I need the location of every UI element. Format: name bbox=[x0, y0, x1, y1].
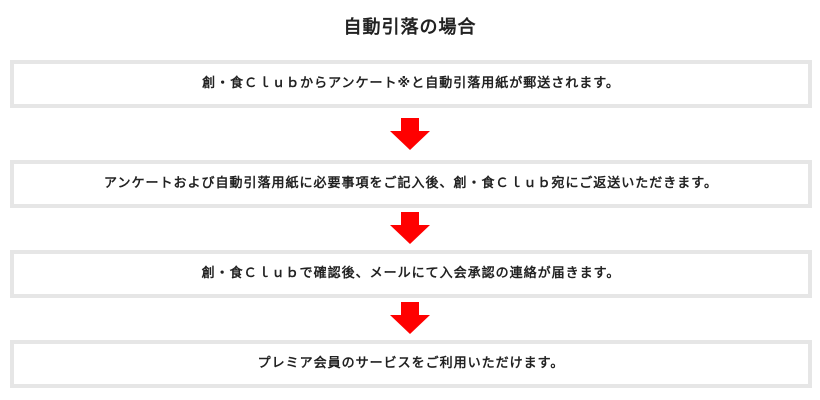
step-text-1: 創・食Ｃｌｕｂからアンケート※と自動引落用紙が郵送されます。 bbox=[202, 76, 620, 91]
step-text-3: 創・食Ｃｌｕｂで確認後、メールにて入会承認の連絡が届きます。 bbox=[201, 266, 621, 281]
arrow-down-icon bbox=[390, 118, 430, 150]
arrow-down-icon bbox=[390, 212, 430, 244]
arrow-down-icon bbox=[390, 302, 430, 334]
page-title: 自動引落の場合 bbox=[343, 17, 477, 38]
step-box-4: プレミア会員のサービスをご利用いただけます。 bbox=[10, 340, 812, 388]
step-text-4: プレミア会員のサービスをご利用いただけます。 bbox=[257, 356, 565, 371]
step-box-3: 創・食Ｃｌｕｂで確認後、メールにて入会承認の連絡が届きます。 bbox=[10, 250, 812, 298]
step-text-2: アンケートおよび自動引落用紙に必要事項をご記入後、創・食Ｃｌｕｂ宛にご返送いただ… bbox=[104, 176, 718, 191]
step-box-2: アンケートおよび自動引落用紙に必要事項をご記入後、創・食Ｃｌｕｂ宛にご返送いただ… bbox=[10, 160, 812, 208]
step-box-1: 創・食Ｃｌｕｂからアンケート※と自動引落用紙が郵送されます。 bbox=[10, 60, 812, 108]
